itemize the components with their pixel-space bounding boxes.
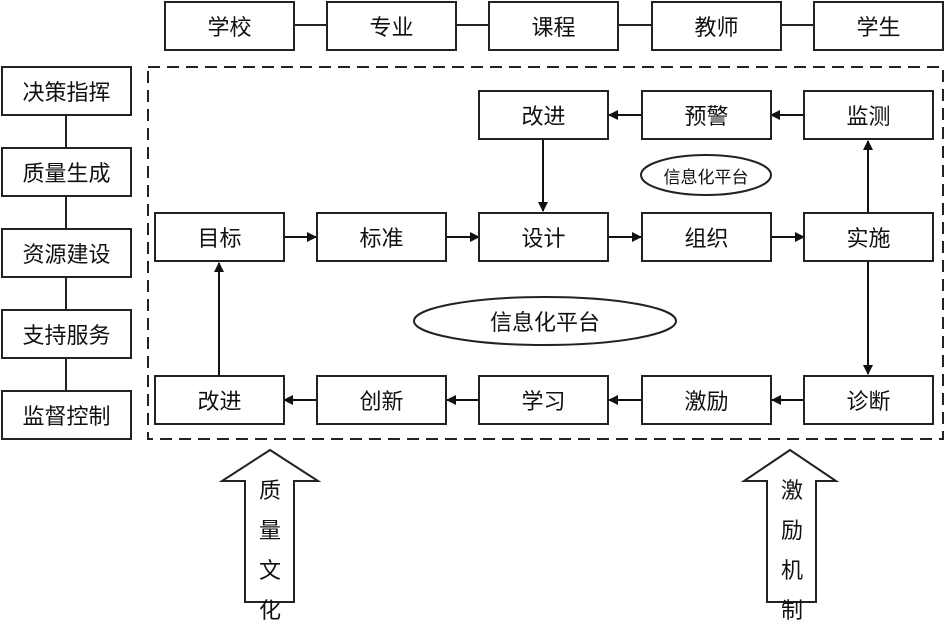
- platform-ellipse-small: [640, 154, 772, 196]
- loop-box-warning: 预警: [641, 90, 772, 140]
- loop-box-innovate: 创新: [316, 375, 447, 425]
- quality-culture-label: 质 量 文 化: [250, 472, 290, 632]
- top-box-school: 学校: [164, 1, 295, 51]
- left-box-decision-command: 决策指挥: [1, 66, 132, 116]
- loop-box-monitor: 监测: [803, 90, 934, 140]
- vertical-char: 制: [780, 599, 803, 624]
- loop-box-goal: 目标: [154, 212, 285, 262]
- vertical-char: 励: [780, 519, 803, 544]
- loop-box-improve-lower: 改进: [154, 375, 285, 425]
- platform-label-small: 信息化平台: [663, 167, 749, 188]
- loop-box-motivate: 激励: [641, 375, 772, 425]
- left-box-supervision-control: 监督控制: [1, 390, 132, 440]
- vertical-char: 文: [258, 559, 281, 584]
- vertical-char: 化: [258, 599, 281, 624]
- incentive-mechanism-label: 激 励 机 制: [772, 472, 812, 632]
- loop-box-learn: 学习: [478, 375, 609, 425]
- top-box-major: 专业: [326, 1, 457, 51]
- vertical-char: 激: [780, 479, 803, 504]
- left-box-resource-building: 资源建设: [1, 228, 132, 278]
- dashed-frame: [147, 66, 944, 440]
- top-box-course: 课程: [488, 1, 619, 51]
- loop-box-improve-upper: 改进: [478, 90, 609, 140]
- loop-box-organize: 组织: [641, 212, 772, 262]
- platform-label-large: 信息化平台: [489, 311, 600, 336]
- platform-ellipse-large: [413, 296, 677, 346]
- left-box-quality-generation: 质量生成: [1, 147, 132, 197]
- top-box-student: 学生: [813, 1, 944, 51]
- diagram-canvas: [65, 24, 944, 603]
- vertical-char: 质: [258, 479, 281, 504]
- loop-box-design: 设计: [478, 212, 609, 262]
- loop-box-standard: 标准: [316, 212, 447, 262]
- left-box-support-service: 支持服务: [1, 309, 132, 359]
- vertical-char: 机: [780, 559, 803, 584]
- block-arrow-incentive-mechanism: [740, 448, 840, 603]
- block-arrow-quality-culture: [218, 448, 322, 603]
- loop-box-implement: 实施: [803, 212, 934, 262]
- top-box-teacher: 教师: [651, 1, 782, 51]
- vertical-char: 量: [258, 519, 281, 544]
- loop-box-diagnose: 诊断: [803, 375, 934, 425]
